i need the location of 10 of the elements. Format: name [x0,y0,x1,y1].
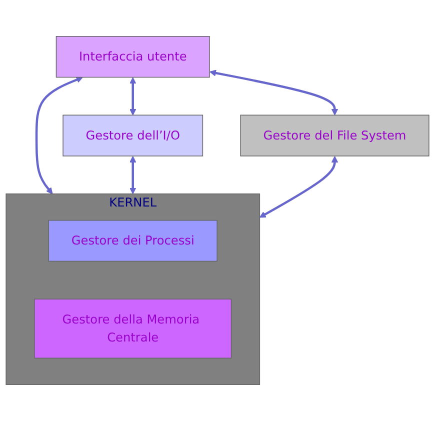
node-box: Gestore dell’I/O [62,114,204,156]
node-box: Gestore dei Processi [48,220,218,262]
arrow [259,156,338,218]
arrow [130,156,136,194]
arrow [35,76,83,194]
node-box: Gestore del File System [240,114,430,156]
arrow [130,77,136,116]
node-box: Gestore della Memoria Centrale [34,298,232,358]
node-box: Interfaccia utente [56,36,210,78]
arrow [209,70,338,116]
